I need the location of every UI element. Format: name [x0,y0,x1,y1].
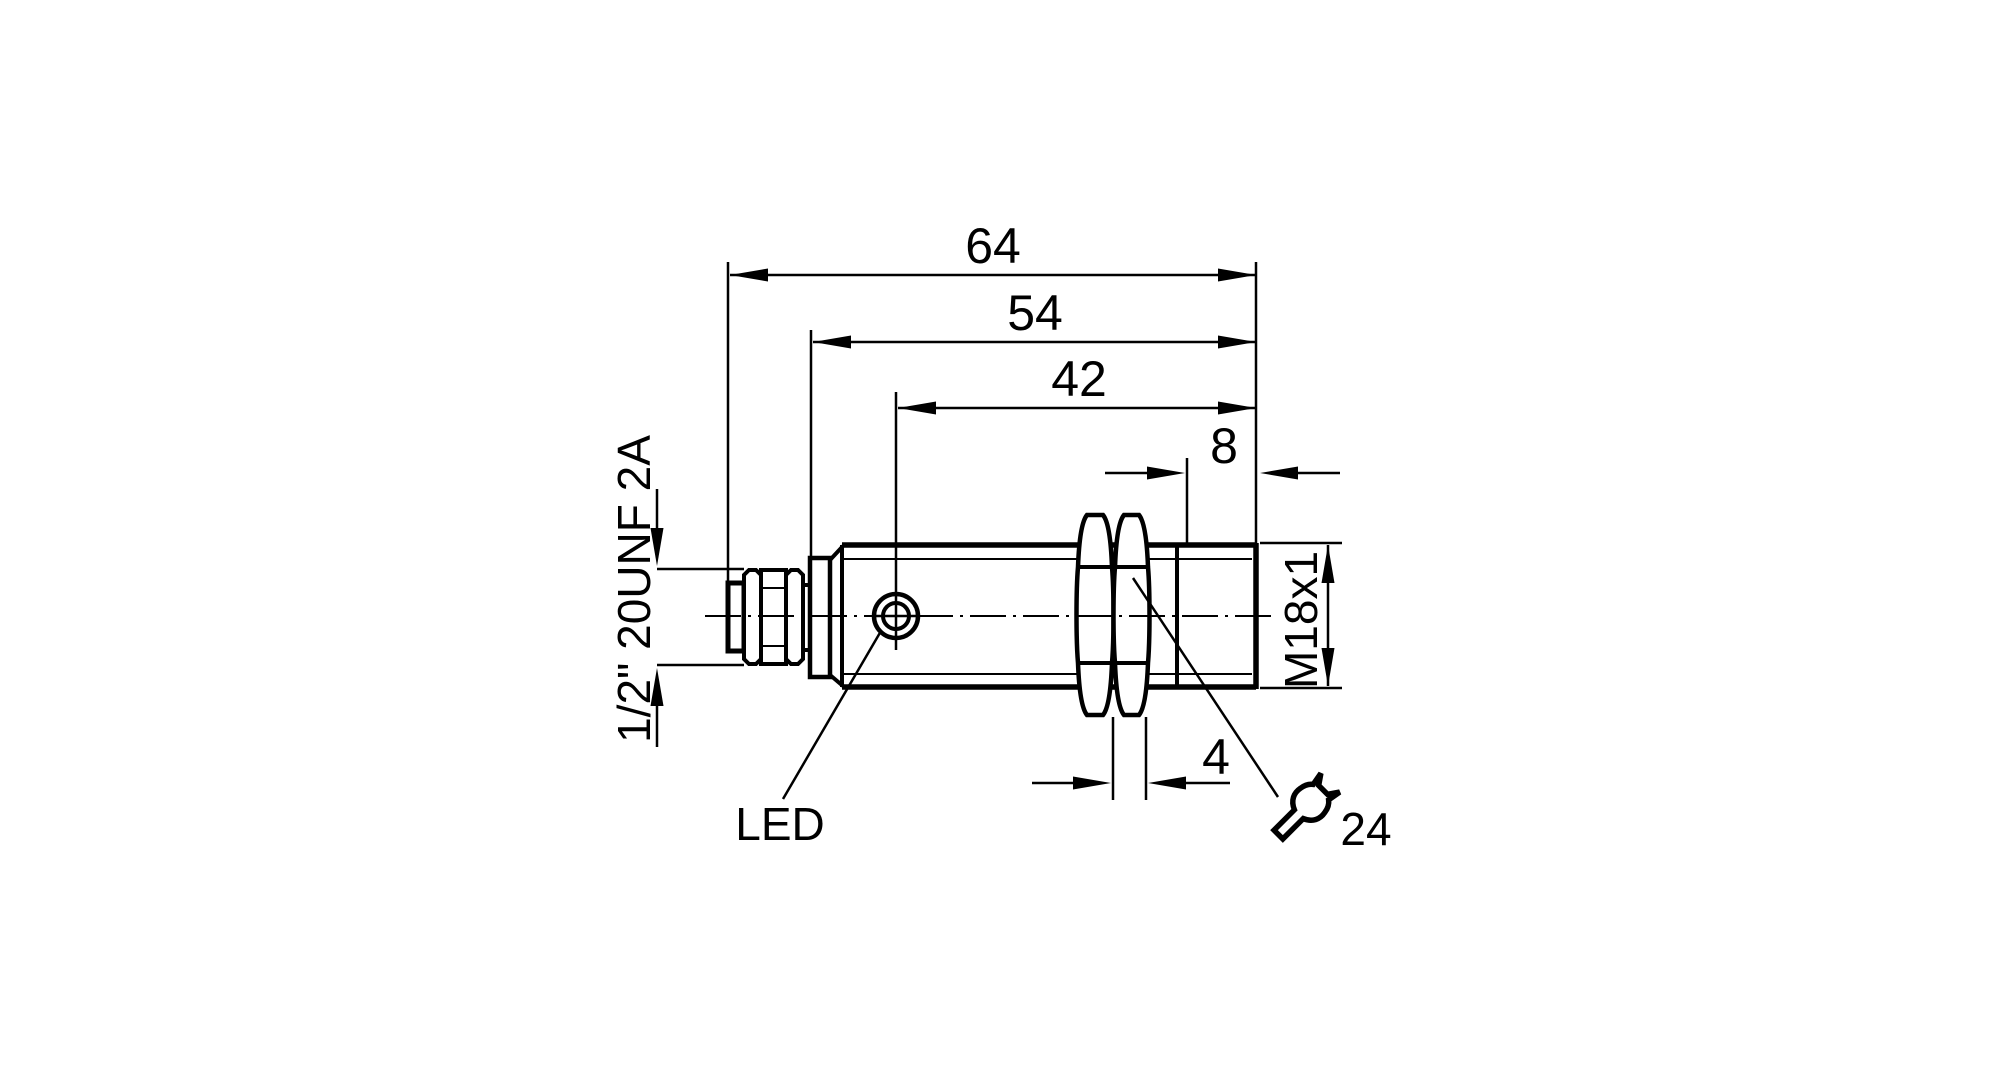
rear-connector [725,568,812,666]
connector-ring-1 [742,568,763,666]
arrowhead-up [1321,545,1335,583]
led-leader-line [781,630,883,800]
arrowhead-left [1147,466,1185,480]
dimension-annotations [650,262,1342,800]
dimension-overall-length [726,262,1256,582]
mounting-thread-label: M18x1 [1275,551,1327,689]
dimension-nut-thickness [1032,717,1230,800]
led-label: LED [735,798,824,850]
arrowhead-right [1218,335,1256,349]
arrowhead-down [650,528,664,566]
dim-housing-length-label: 54 [1007,285,1063,341]
connector-thread-callout [650,489,744,747]
arrowhead-right [1260,466,1298,480]
dim-overall-length-label: 64 [965,218,1021,274]
arrowhead-down [1321,648,1335,686]
arrowhead-left [1073,776,1111,790]
dimension-front-thread-length [1105,458,1340,544]
dim-nut-thickness-label: 4 [1202,729,1230,785]
dim-led-to-front-label: 42 [1051,351,1107,407]
open-end-wrench-icon [1270,771,1342,843]
wrench-leader-line [1131,577,1280,798]
dimension-mounting-thread [1260,541,1342,690]
wrench-size-label: 24 [1340,803,1391,855]
arrowhead-left [730,268,768,282]
sensor-body [725,542,1259,690]
arrowhead-up [650,668,664,706]
dimension-led-to-front [894,392,1256,650]
connector-thread-label: 1/2" 20UNF 2A [608,435,660,743]
wrench-outline [1270,771,1342,843]
arrowhead-left [813,335,851,349]
arrowhead-right [1218,401,1256,415]
threaded-barrel [840,542,1259,690]
arrowhead-right [1148,776,1186,790]
dim-front-thread-length-label: 8 [1210,418,1238,474]
housing-flange [807,555,833,680]
connector-ring-2 [784,568,805,666]
arrowhead-left [898,401,936,415]
dimension-housing-length [809,330,1256,556]
arrowhead-right [1218,268,1256,282]
